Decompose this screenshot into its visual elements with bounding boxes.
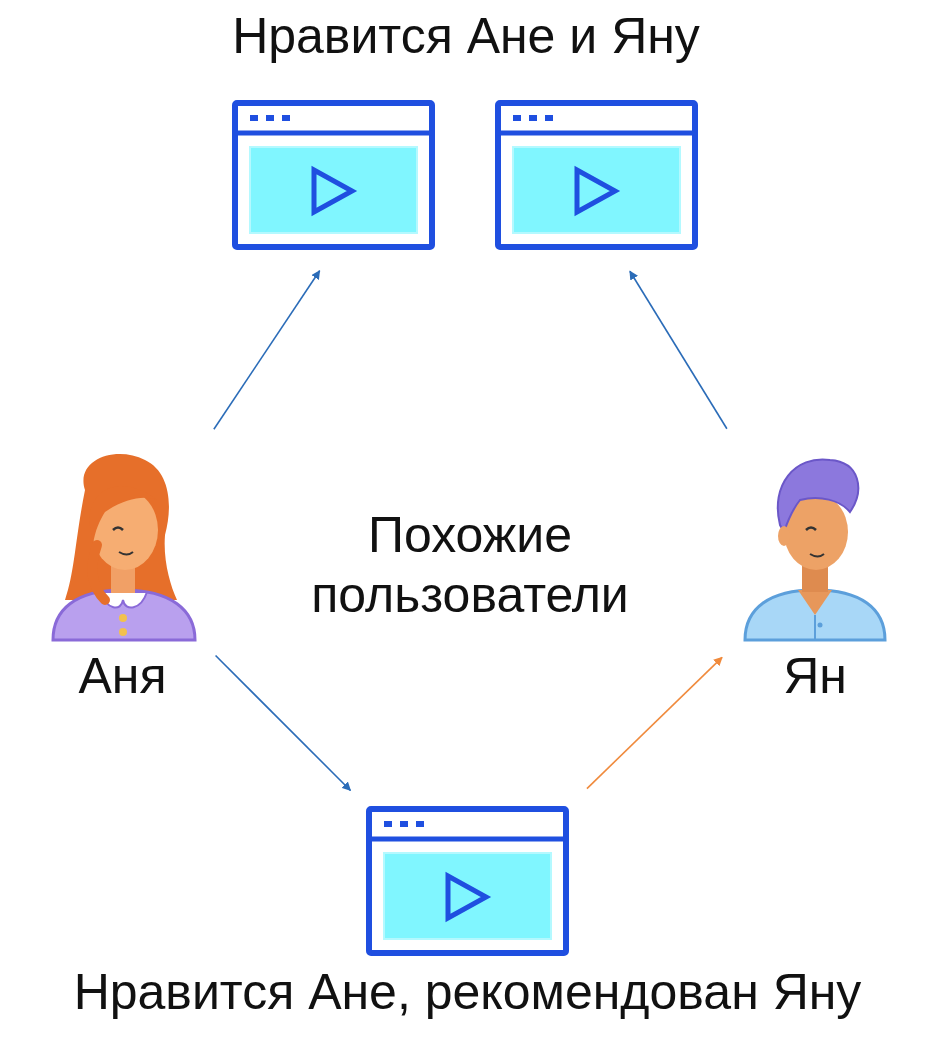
user-avatar: Ян (740, 450, 890, 640)
anya-avatar (53, 454, 195, 640)
user-avatar: Аня (45, 450, 200, 640)
video-window (495, 100, 698, 250)
connector-arrow (216, 656, 351, 791)
connector-arrow (587, 657, 722, 788)
user-name: Аня (78, 646, 166, 706)
video-window (232, 100, 435, 250)
video-icon (495, 100, 698, 250)
video-icon (366, 806, 569, 956)
connector-arrow (630, 271, 727, 428)
video-caption: Нравится Ане, рекомендован Яну (74, 962, 862, 1022)
connector-arrow (214, 271, 320, 429)
yan-avatar (745, 459, 885, 640)
group-title: Нравится Ане и Яну (232, 6, 700, 66)
user-name: Ян (783, 646, 847, 706)
video-icon (232, 100, 435, 250)
video-window: Нравится Ане, рекомендован Яну (366, 806, 569, 956)
edge-label: Похожие пользователи (264, 505, 676, 625)
